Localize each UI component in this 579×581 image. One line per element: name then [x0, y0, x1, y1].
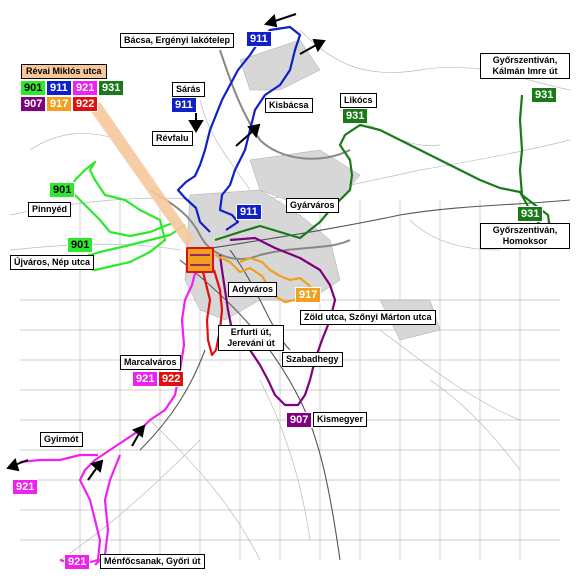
route-921-line — [19, 249, 202, 567]
label-ujvaros: Újváros, Nép utca — [10, 255, 95, 270]
revai-block — [186, 247, 214, 273]
legend-badge-921: 921 — [72, 80, 99, 96]
label-gyarvaros: Gyárváros — [286, 198, 339, 213]
badge-901-ujvaros: 901 — [67, 237, 94, 253]
legend-badge-917: 917 — [46, 96, 73, 112]
badge-922-marcal: 922 — [158, 371, 185, 387]
label-szabadhegy: Szabadhegy — [282, 352, 343, 367]
route-911-line — [176, 25, 302, 233]
label-adyvaros: Adyváros — [228, 282, 278, 297]
rail-lines — [139, 199, 571, 561]
label-saras: Sárás — [172, 82, 205, 97]
label-erfurti: Erfurti út, Jereváni út — [218, 325, 284, 351]
legend-badge-907: 907 — [20, 96, 47, 112]
label-marcalvaros: Marcalváros — [120, 355, 181, 370]
badge-911-gyarvaros: 911 — [236, 204, 262, 220]
legend-badge-911: 911 — [46, 80, 72, 96]
label-gyirmot: Gyirmót — [40, 432, 83, 447]
route-922-line — [198, 259, 224, 357]
label-pinnyed: Pinnyéd — [28, 202, 72, 217]
badge-901-pinnyed: 901 — [49, 182, 76, 198]
river — [149, 49, 351, 260]
label-kismegyer: Kismegyer — [313, 412, 368, 427]
legend-badge-931: 931 — [98, 80, 125, 96]
label-bacsa: Bácsa, Ergényi lakótelep — [120, 33, 235, 48]
label-kisbacsa: Kisbácsa — [265, 98, 313, 113]
badge-917: 917 — [295, 287, 322, 303]
revai-callout — [90, 102, 195, 246]
badge-931-likocs: 931 — [342, 108, 369, 124]
badge-907: 907 — [286, 412, 313, 428]
badge-921-gyirmot: 921 — [12, 479, 39, 495]
label-revfalu: Révfalu — [152, 131, 193, 146]
badge-921-marcal: 921 — [132, 371, 159, 387]
direction-arrows — [6, 13, 326, 481]
legend-title: Révai Miklós utca — [21, 64, 107, 79]
legend-badge-922: 922 — [72, 96, 99, 112]
label-gyorszentivan-homoksor: Győrszentiván, Homoksor — [480, 223, 570, 249]
badge-931-homoksor: 931 — [517, 206, 544, 222]
badge-911-bacsa: 911 — [246, 31, 272, 47]
label-zold-utca: Zöld utca, Szőnyi Márton utca — [300, 310, 436, 325]
badge-931-kalman: 931 — [531, 87, 558, 103]
label-likocs: Likócs — [340, 93, 377, 108]
label-gyorszentivan-kalman: Győrszentiván, Kálmán Imre út — [480, 53, 570, 79]
badge-921-menfo: 921 — [64, 554, 91, 570]
badge-911-saras: 911 — [171, 97, 197, 113]
label-menfocsanak: Ménfőcsanak, Győri út — [100, 554, 205, 569]
legend-badge-901: 901 — [20, 80, 47, 96]
